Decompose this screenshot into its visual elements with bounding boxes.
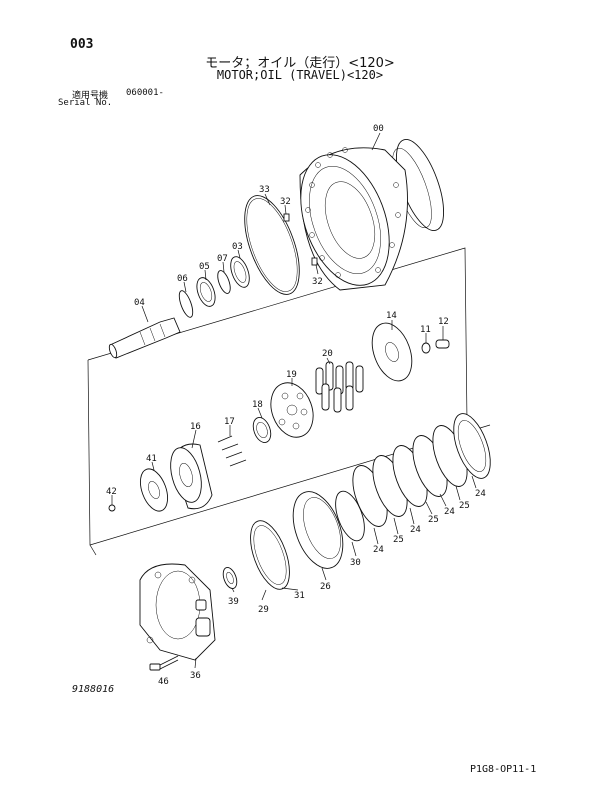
callout-06: 06 <box>177 274 188 284</box>
callout-25-b: 25 <box>428 515 439 525</box>
part-bolt-46 <box>149 655 179 671</box>
part-spring-12 <box>435 339 450 349</box>
callout-46: 46 <box>158 677 169 687</box>
part-brake-piston <box>292 491 344 569</box>
serial-label-en: Serial No. <box>58 98 113 108</box>
page-title-en: MOTOR;OIL (TRAVEL)<120> <box>216 68 384 82</box>
part-retainer-plate <box>270 382 314 438</box>
callout-32-lower: 32 <box>312 277 323 287</box>
callout-12: 12 <box>438 317 449 327</box>
callout-07: 07 <box>217 254 228 264</box>
callout-20: 20 <box>322 349 333 359</box>
part-friction-plates <box>352 413 491 527</box>
part-pin-upper <box>283 213 290 222</box>
callout-29: 29 <box>258 605 269 615</box>
callout-04: 04 <box>134 298 145 308</box>
callout-32-upper: 32 <box>280 197 291 207</box>
part-ring-18 <box>252 417 272 443</box>
page-number: 003 <box>70 37 94 52</box>
callout-18: 18 <box>252 400 263 410</box>
page-title-jp: モータ；オイル（走行）<120> <box>205 56 395 71</box>
callout-labels: 00 33 32 32 03 07 05 06 04 14 11 12 20 1… <box>106 124 486 687</box>
callout-41: 41 <box>146 454 157 464</box>
serial-value: 060001- <box>126 88 164 98</box>
callout-24-b: 24 <box>444 507 455 517</box>
callout-14: 14 <box>386 311 397 321</box>
assembly-bracket <box>87 247 491 556</box>
part-o-ring-large <box>244 195 300 295</box>
part-housing <box>299 139 445 291</box>
part-bearing-05 <box>196 277 216 307</box>
part-pistons <box>315 361 364 413</box>
part-snap-ring-06 <box>178 290 194 318</box>
callout-36: 36 <box>190 671 201 681</box>
callout-03: 03 <box>232 242 243 252</box>
callout-17: 17 <box>224 417 235 427</box>
callout-05: 05 <box>199 262 210 272</box>
callout-33: 33 <box>259 185 270 195</box>
part-ring-07 <box>217 270 231 294</box>
callout-00: 00 <box>373 124 384 134</box>
part-ring-31 <box>250 520 290 590</box>
callout-24-d: 24 <box>373 545 384 555</box>
drawing-number: 9188016 <box>72 684 115 695</box>
callout-26: 26 <box>320 582 331 592</box>
part-plate-41 <box>139 468 169 512</box>
part-rear-cover <box>139 563 216 661</box>
callout-24-c: 24 <box>410 525 421 535</box>
callout-11: 11 <box>420 325 431 335</box>
callout-24-a: 24 <box>475 489 486 499</box>
callout-25-c: 25 <box>393 535 404 545</box>
part-spring-30 <box>335 490 365 542</box>
leader-lines <box>111 132 477 669</box>
part-pins-17 <box>217 435 247 467</box>
callout-31: 31 <box>294 591 305 601</box>
part-valve-plate <box>371 322 413 382</box>
callout-39: 39 <box>228 597 239 607</box>
part-bushing-11 <box>421 342 431 354</box>
part-cylinder-block <box>170 443 213 510</box>
part-bearing <box>230 256 250 288</box>
part-pin-42 <box>108 504 116 512</box>
callout-30: 30 <box>350 558 361 568</box>
part-bearing-39 <box>222 567 238 589</box>
sheet-reference: P1G8-OP11-1 <box>470 764 537 775</box>
callout-19: 19 <box>286 370 297 380</box>
callout-42: 42 <box>106 487 117 497</box>
callout-25-a: 25 <box>459 501 470 511</box>
callout-16: 16 <box>190 422 201 432</box>
part-pin-lower <box>311 257 318 266</box>
serial-label-jp: 適用号機 <box>72 91 109 101</box>
part-shaft <box>108 317 181 359</box>
